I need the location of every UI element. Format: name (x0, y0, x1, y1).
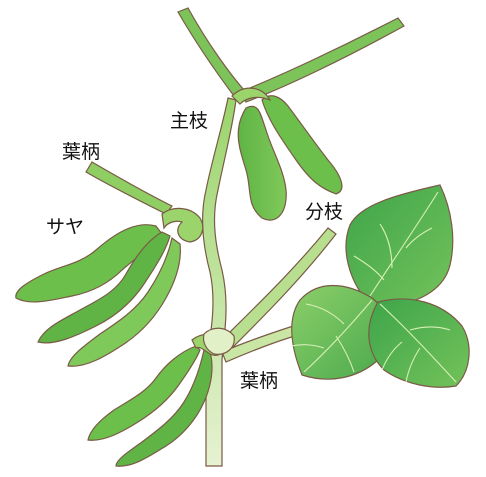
upper-stalk-right (240, 18, 404, 102)
label-branch: 分枝 (305, 203, 343, 222)
label-petiole-upper: 葉柄 (62, 143, 100, 162)
label-pod: サヤ (46, 218, 84, 237)
upper-stalk-left (178, 8, 244, 96)
main-stem (203, 98, 236, 466)
upper-petiole (86, 162, 172, 214)
stem-junction (203, 328, 234, 354)
leaf-top (346, 185, 453, 306)
label-petiole-lower: 葉柄 (240, 372, 278, 391)
label-main-stem: 主枝 (170, 112, 208, 131)
